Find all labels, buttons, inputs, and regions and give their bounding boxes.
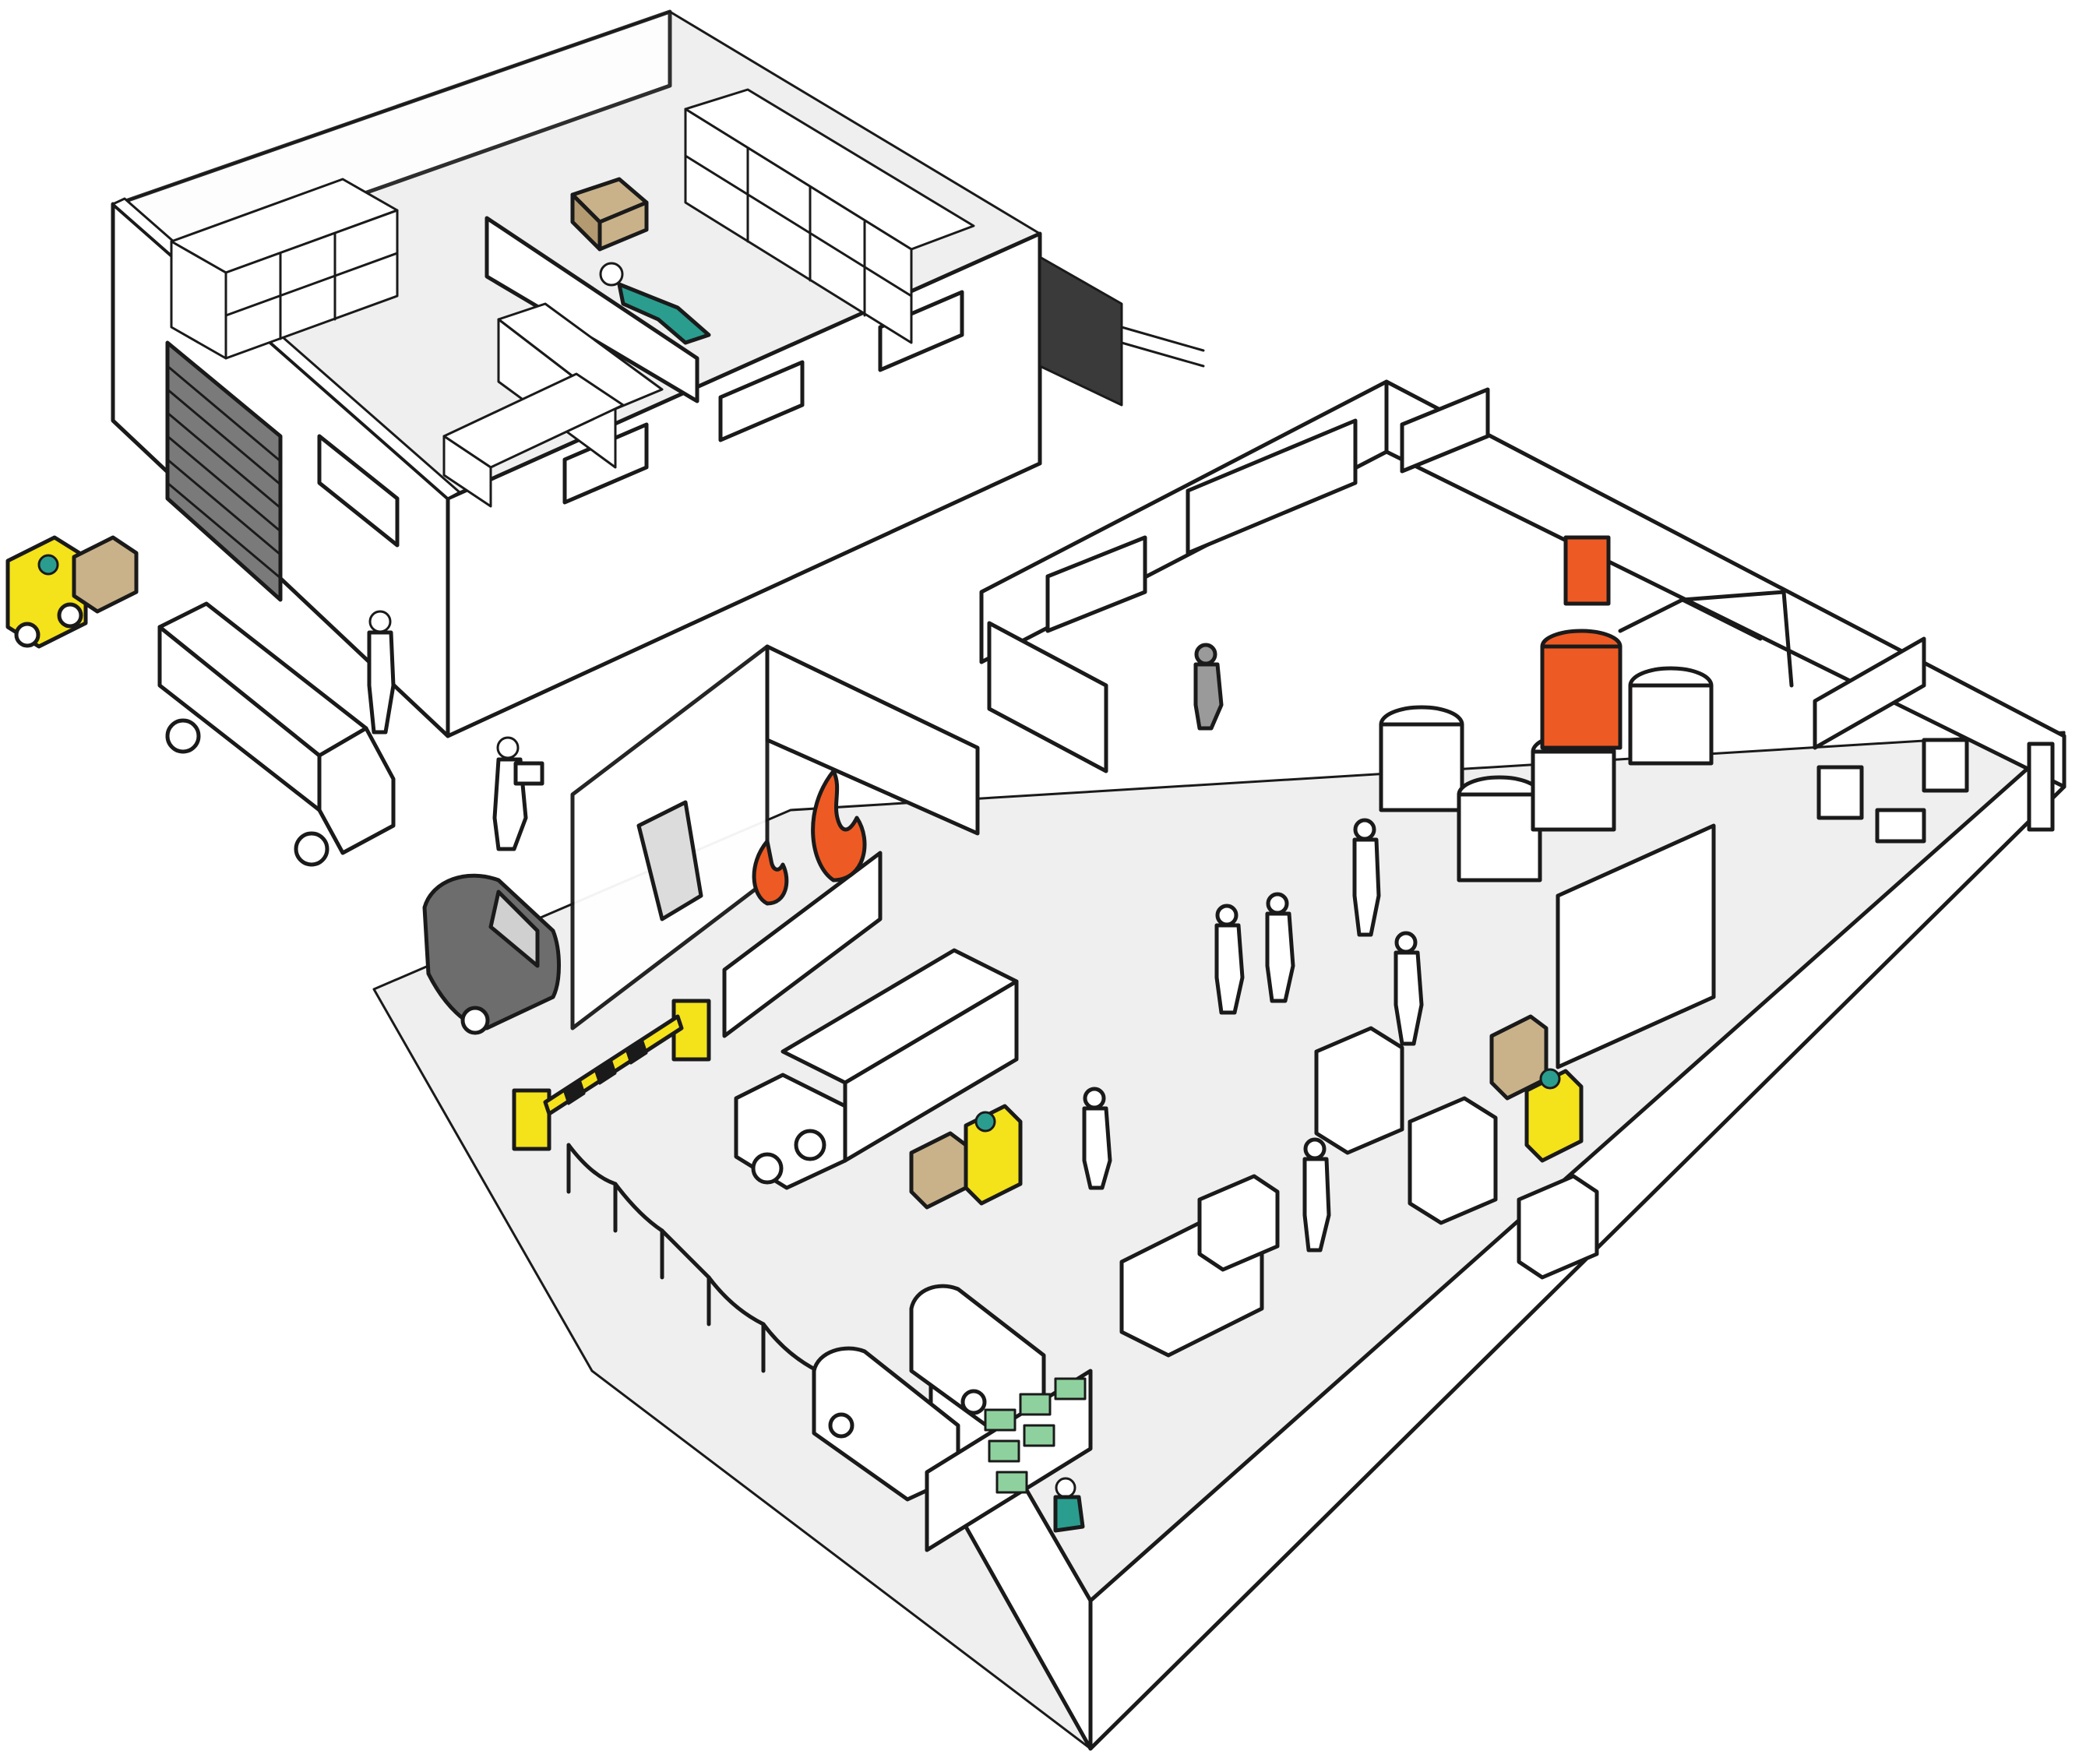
factory-workers xyxy=(1082,643,1424,1252)
boiler-tank xyxy=(1540,644,1623,750)
monitor-screen xyxy=(1023,1424,1055,1447)
loading-truck xyxy=(734,948,1019,1190)
dock-fence xyxy=(1038,255,1205,407)
forklift-warehouse xyxy=(5,535,139,649)
warehouse-partition xyxy=(484,216,699,403)
assembly-machine xyxy=(1119,1174,1280,1358)
warehouse-shelf-stack-right xyxy=(684,88,975,344)
warehouse-building xyxy=(111,9,1205,738)
storage-rack xyxy=(1314,823,1716,1280)
factory-back-wall xyxy=(979,379,1389,664)
fire-icon xyxy=(752,839,789,906)
forklift-factory-left xyxy=(909,1104,1023,1210)
rollup-door xyxy=(165,340,283,602)
room-fire xyxy=(570,644,980,1038)
control-panel xyxy=(1563,535,1611,606)
back-room-shelving xyxy=(987,387,1490,773)
forklift-factory-right xyxy=(1489,1014,1584,1163)
monitor-screen xyxy=(1019,1393,1052,1416)
fire-icon xyxy=(811,769,867,883)
worker-standing xyxy=(367,610,396,735)
monitor-screen xyxy=(995,1471,1028,1494)
van xyxy=(422,873,561,1035)
monitor-screen xyxy=(1054,1377,1087,1400)
factory-building xyxy=(372,379,2067,1751)
warehouse-shelf-stack-left xyxy=(170,178,399,360)
delivery-truck xyxy=(157,601,396,867)
boiler-tank-group xyxy=(1379,535,1794,883)
worker-carrying-box xyxy=(492,736,544,851)
warehouse-shelf-stack-center xyxy=(442,302,664,508)
control-room xyxy=(925,1369,1093,1552)
parking-gate xyxy=(512,999,711,1151)
rollup-door-slats xyxy=(166,365,282,580)
factory-back-wall-right xyxy=(1384,379,2067,789)
monitor-screen xyxy=(984,1408,1017,1432)
lounge-room xyxy=(1813,636,2055,844)
box-front xyxy=(597,200,649,252)
warehouse-windows xyxy=(317,290,964,548)
grinder-machine xyxy=(636,800,703,921)
monitor-screen xyxy=(988,1439,1020,1463)
fallen-worker xyxy=(599,262,711,345)
